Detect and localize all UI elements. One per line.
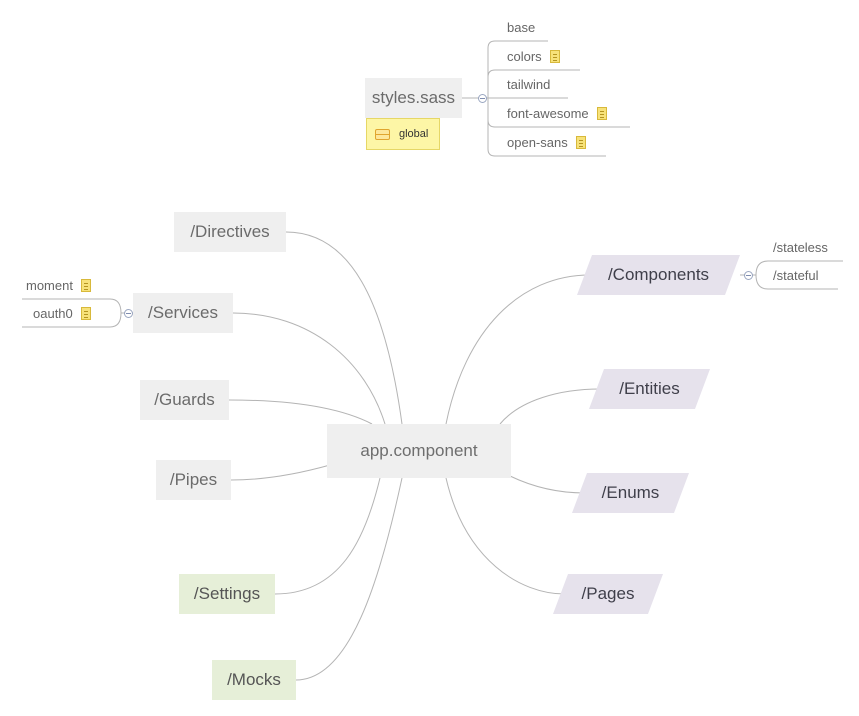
services-child-moment[interactable]: moment	[26, 278, 91, 293]
link-enums	[509, 475, 586, 494]
note-icon	[549, 50, 560, 63]
link-entities	[499, 388, 601, 425]
topic-directives[interactable]: /Directives	[174, 212, 286, 252]
link-pages	[445, 477, 566, 595]
topic-pipes[interactable]: /Pipes	[156, 460, 231, 500]
topic-components[interactable]: /Components	[577, 255, 740, 295]
link-base	[487, 40, 548, 98]
styles-collapse-icon[interactable]	[478, 94, 487, 103]
topic-guards[interactable]: /Guards	[140, 380, 229, 420]
styles-child-colors[interactable]: colors	[507, 49, 560, 64]
link-guards	[228, 399, 373, 425]
tag-icon	[375, 128, 390, 140]
topic-enums[interactable]: /Enums	[572, 473, 689, 513]
services-child-oauth0[interactable]: oauth0	[33, 306, 91, 321]
styles-topic-label: styles.sass	[371, 88, 456, 107]
note-icon	[596, 107, 607, 120]
components-child-stateless[interactable]: /stateless	[773, 240, 828, 255]
topic-pages[interactable]: /Pages	[553, 574, 663, 614]
components-child-stateful[interactable]: /stateful	[773, 268, 819, 283]
link-pipes	[230, 464, 331, 481]
topic-services[interactable]: /Services	[133, 293, 233, 333]
components-collapse-icon[interactable]	[744, 271, 753, 280]
services-collapse-icon[interactable]	[124, 309, 133, 318]
styles-child-open-sans[interactable]: open-sans	[507, 135, 586, 150]
global-tag: global	[366, 118, 440, 150]
center-topic[interactable]: app.component	[327, 424, 511, 478]
topic-settings[interactable]: /Settings	[179, 574, 275, 614]
link-directives	[285, 231, 403, 425]
link-settings	[274, 477, 381, 595]
styles-child-base[interactable]: base	[507, 20, 536, 35]
global-tag-label: global	[399, 128, 429, 140]
styles-child-font-awesome[interactable]: font-awesome	[507, 106, 607, 121]
styles-child-tailwind[interactable]: tailwind	[507, 77, 551, 92]
topic-entities[interactable]: /Entities	[589, 369, 710, 409]
topic-mocks[interactable]: /Mocks	[212, 660, 296, 700]
link-services	[232, 312, 386, 425]
link-mocks	[295, 477, 403, 681]
note-icon	[80, 279, 91, 292]
note-icon	[575, 136, 586, 149]
styles-topic[interactable]: styles.sass	[365, 78, 462, 118]
note-icon	[80, 307, 91, 320]
link-components	[445, 274, 591, 425]
center-topic-label: app.component	[360, 441, 478, 460]
